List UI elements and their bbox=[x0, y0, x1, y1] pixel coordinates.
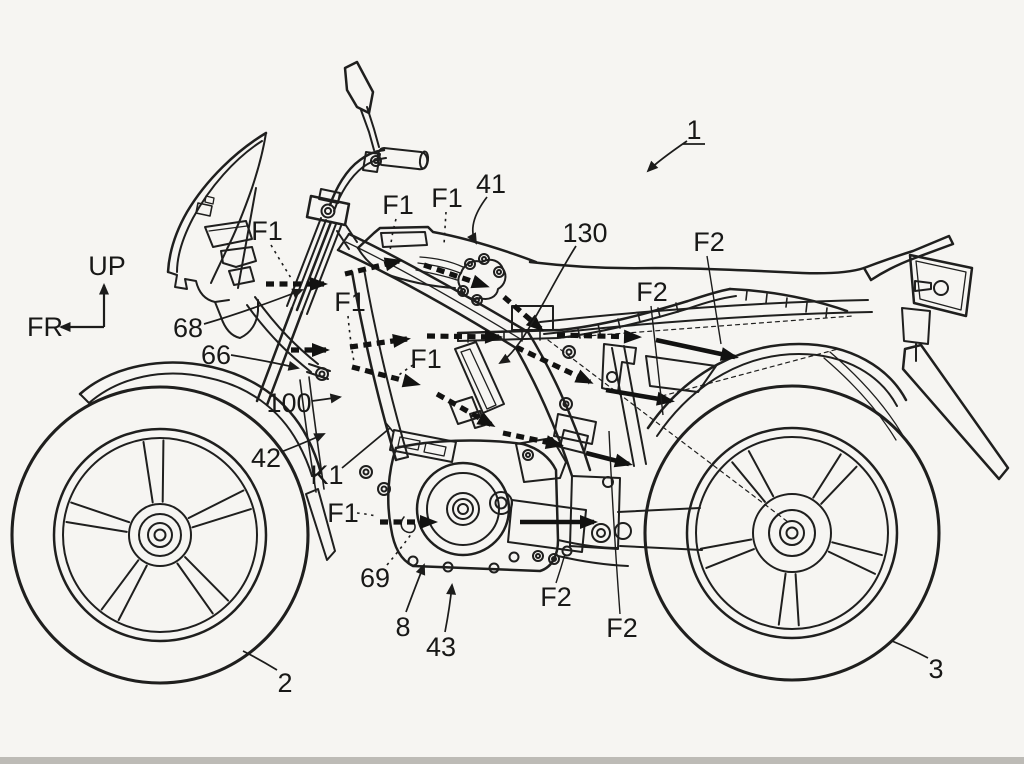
headlight-unit bbox=[204, 220, 253, 248]
tail-unit bbox=[862, 234, 1010, 481]
label-42-leader bbox=[280, 433, 326, 453]
label-f1-2: F1 bbox=[382, 190, 414, 220]
label-68: 68 bbox=[173, 313, 203, 343]
label-f1-3-leader bbox=[443, 211, 447, 246]
label-1-leader bbox=[646, 140, 688, 173]
label-68-leader bbox=[203, 288, 304, 325]
front-wheel bbox=[10, 385, 310, 685]
label-f1-5: F1 bbox=[410, 344, 442, 374]
main-frame bbox=[336, 232, 647, 550]
f2-airflow-arrow-2 bbox=[605, 387, 675, 406]
rear-fender bbox=[646, 342, 908, 441]
label-42: 42 bbox=[251, 443, 281, 473]
label-f1-5-leader bbox=[393, 364, 414, 380]
label-f2-1-leader bbox=[706, 255, 722, 345]
label-f1-2-leader bbox=[389, 218, 397, 255]
f2-airflow-arrow-1 bbox=[655, 337, 739, 361]
label-8-leader bbox=[405, 563, 426, 613]
label-41: 41 bbox=[476, 169, 506, 199]
taillight bbox=[908, 253, 974, 318]
f2-airflow-arrow-3 bbox=[585, 450, 633, 468]
label-8: 8 bbox=[395, 612, 410, 642]
f1-airflow-arrow-4 bbox=[502, 295, 545, 332]
label-2-leader bbox=[242, 650, 278, 671]
mirror bbox=[343, 60, 380, 151]
label-f1-6: F1 bbox=[327, 498, 359, 528]
label-k1: K1 bbox=[310, 460, 343, 490]
label-f2-4: F2 bbox=[606, 613, 638, 643]
label-43-leader bbox=[444, 583, 457, 633]
label-100: 100 bbox=[266, 388, 311, 418]
up-axis-label: UP bbox=[88, 251, 126, 281]
label-3-leader bbox=[891, 640, 929, 659]
fuel-tank bbox=[356, 225, 538, 289]
label-43: 43 bbox=[426, 632, 456, 662]
triple-clamp bbox=[305, 188, 358, 250]
front-fork bbox=[255, 217, 342, 407]
label-f2-2: F2 bbox=[636, 277, 668, 307]
footpeg-bracket bbox=[507, 437, 614, 565]
label-f1-4-leader bbox=[347, 315, 355, 363]
rear-mudflap bbox=[901, 343, 1010, 481]
label-130: 130 bbox=[562, 218, 607, 248]
lower-cowl-blade bbox=[305, 488, 336, 561]
label-66-leader bbox=[230, 354, 300, 371]
swingarm-pivot-plate bbox=[569, 475, 621, 550]
label-f2-2-leader bbox=[650, 305, 664, 416]
down-tube bbox=[350, 270, 398, 462]
throttle-body bbox=[457, 253, 507, 306]
label-k1-leader bbox=[341, 427, 391, 469]
grip bbox=[376, 147, 429, 171]
label-69-leader bbox=[386, 532, 413, 566]
label-130-leader bbox=[498, 245, 577, 365]
label-69: 69 bbox=[360, 563, 390, 593]
label-3: 3 bbox=[928, 654, 943, 684]
label-1: 1 bbox=[686, 115, 701, 145]
rear-wheel bbox=[643, 384, 941, 682]
crankcase-cover bbox=[415, 461, 511, 557]
label-100-leader bbox=[311, 393, 342, 404]
f1-airflow-arrow-11 bbox=[514, 344, 594, 385]
f1-airflow-arrow-3 bbox=[423, 262, 490, 289]
f1-airflow-arrow-9 bbox=[435, 391, 496, 428]
label-f1-1-leader bbox=[270, 244, 292, 279]
handlebar bbox=[328, 147, 430, 212]
label-f1-1: F1 bbox=[251, 216, 283, 246]
valve-cover bbox=[389, 429, 457, 463]
f1-airflow-arrow-8 bbox=[351, 364, 421, 388]
label-f2-3-leader bbox=[555, 553, 566, 584]
f1-airflow-arrow-6 bbox=[349, 334, 411, 350]
fr-axis-label: FR bbox=[27, 312, 63, 342]
label-f2-1: F2 bbox=[693, 227, 725, 257]
seat bbox=[456, 260, 873, 393]
label-66: 66 bbox=[201, 340, 231, 370]
label-f1-6-leader bbox=[356, 512, 377, 517]
label-k1-tick bbox=[385, 422, 395, 434]
f1-airflow-arrow-10 bbox=[502, 430, 564, 449]
f1-airflow-arrow-2 bbox=[344, 257, 403, 277]
f1-airflow-arrow-7 bbox=[426, 329, 503, 344]
f1-airflow-arrow-12 bbox=[556, 329, 642, 344]
label-2: 2 bbox=[277, 668, 292, 698]
scan-artifact-band bbox=[0, 757, 1024, 764]
label-41-leader bbox=[467, 196, 488, 245]
label-f2-4-leader bbox=[608, 430, 621, 615]
label-f1-3: F1 bbox=[431, 183, 463, 213]
motorcycle-line-art bbox=[10, 60, 1010, 685]
label-f1-4: F1 bbox=[334, 287, 366, 317]
label-f2-3: F2 bbox=[540, 582, 572, 612]
